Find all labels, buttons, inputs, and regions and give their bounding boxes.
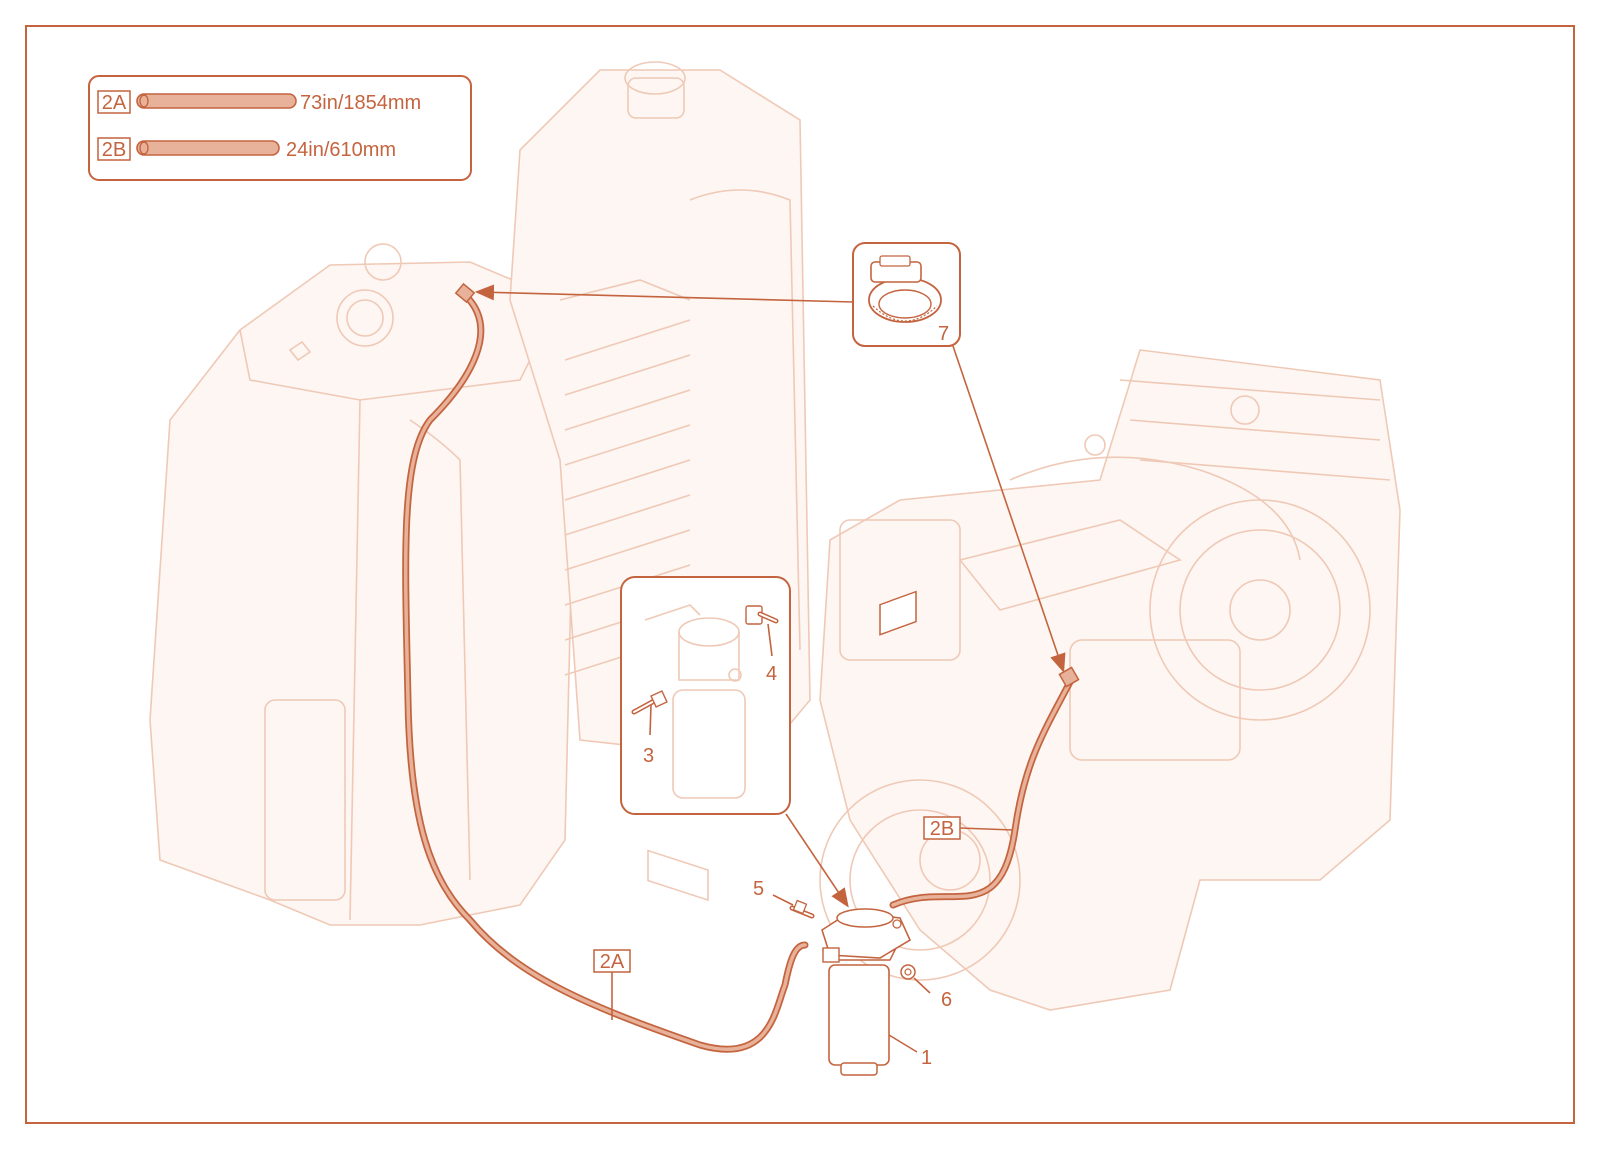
hose-2a-swatch xyxy=(136,93,297,109)
part-label-5: 5 xyxy=(753,878,764,900)
legend-tag-2a: 2A xyxy=(102,92,127,114)
leader-clamp-to-tank xyxy=(474,284,854,303)
fitting-detail-inset xyxy=(620,576,791,902)
leader-inset-to-filter xyxy=(785,813,849,908)
hose-clamp-icon xyxy=(868,255,942,323)
fitting-part-3 xyxy=(631,690,668,715)
legend-row-2b: 2B 24in/610mm xyxy=(97,137,396,161)
engine-outline xyxy=(819,349,1401,1011)
bolt-part-5 xyxy=(789,899,815,919)
legend-length-2a: 73in/1854mm xyxy=(300,92,421,114)
fuel-filter-assembly xyxy=(821,590,917,1076)
fuel-tank-outline xyxy=(149,243,576,926)
flywheel-outline xyxy=(819,779,1021,981)
hose-clamp-tank-end xyxy=(454,282,476,304)
part-label-7: 7 xyxy=(938,323,949,345)
diagram-frame xyxy=(25,25,1575,1124)
tank-cap-icon xyxy=(336,289,394,347)
callout-2b: 2B xyxy=(923,816,1014,840)
part-label-3: 3 xyxy=(643,745,654,767)
svg-text:2A: 2A xyxy=(600,951,625,973)
part-label-1: 1 xyxy=(921,1047,932,1069)
hose-clamp-callout xyxy=(852,242,961,347)
leader-clamp-to-engine xyxy=(952,345,1066,674)
part-label-6: 6 xyxy=(941,989,952,1011)
fitting-part-4 xyxy=(745,605,779,625)
legend-tag-2b: 2B xyxy=(102,139,126,161)
legend-length-2b: 24in/610mm xyxy=(286,139,396,161)
hose-2a xyxy=(402,282,809,1053)
filter-canister xyxy=(828,964,890,1066)
callout-2a: 2A xyxy=(593,949,631,1020)
hose-length-legend: 2A 73in/1854mm 2B 24in/610mm xyxy=(88,75,472,181)
nut-part-6 xyxy=(900,964,916,980)
legend-row-2a: 2A 73in/1854mm xyxy=(97,90,421,114)
hose-2b-swatch xyxy=(136,140,280,156)
svg-text:2B: 2B xyxy=(930,818,954,840)
filter-mounting-bracket xyxy=(879,590,917,636)
part-label-4: 4 xyxy=(766,663,777,685)
